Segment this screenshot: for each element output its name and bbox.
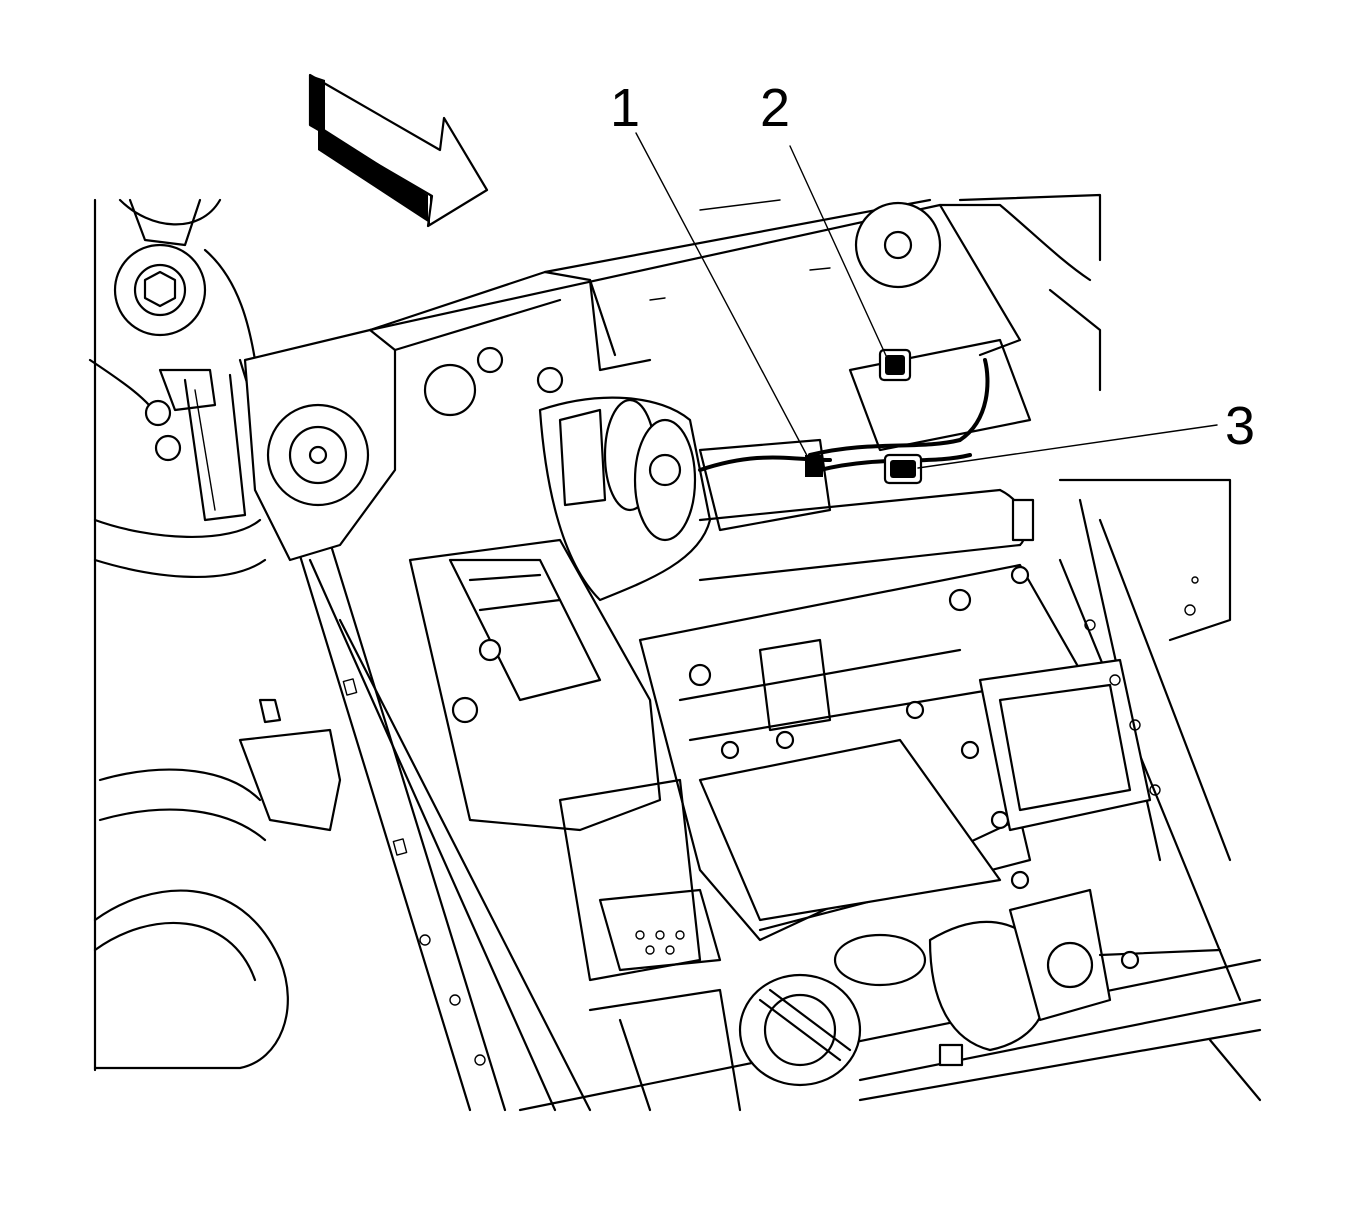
battery-cable-harness <box>805 348 990 485</box>
leader-line-1 <box>635 132 813 466</box>
front-direction-arrow-icon <box>308 73 489 228</box>
callout-leaders <box>635 132 1218 469</box>
leader-line-2 <box>789 145 889 361</box>
upper-crossmember <box>368 193 1102 452</box>
left-suspension-area <box>88 198 342 1072</box>
starter-motor <box>538 396 832 602</box>
leader-line-3 <box>917 424 1218 469</box>
engine-mount-bracket-left <box>243 270 617 562</box>
callout-1: 1 <box>610 78 640 138</box>
lower-engine-area <box>518 888 1262 1112</box>
transverse-crossmember <box>698 488 1035 582</box>
callout-2: 2 <box>760 78 790 138</box>
frame-rail-right <box>978 478 1242 1002</box>
transmission-assembly <box>408 538 1122 982</box>
callout-3: 3 <box>1225 396 1255 456</box>
